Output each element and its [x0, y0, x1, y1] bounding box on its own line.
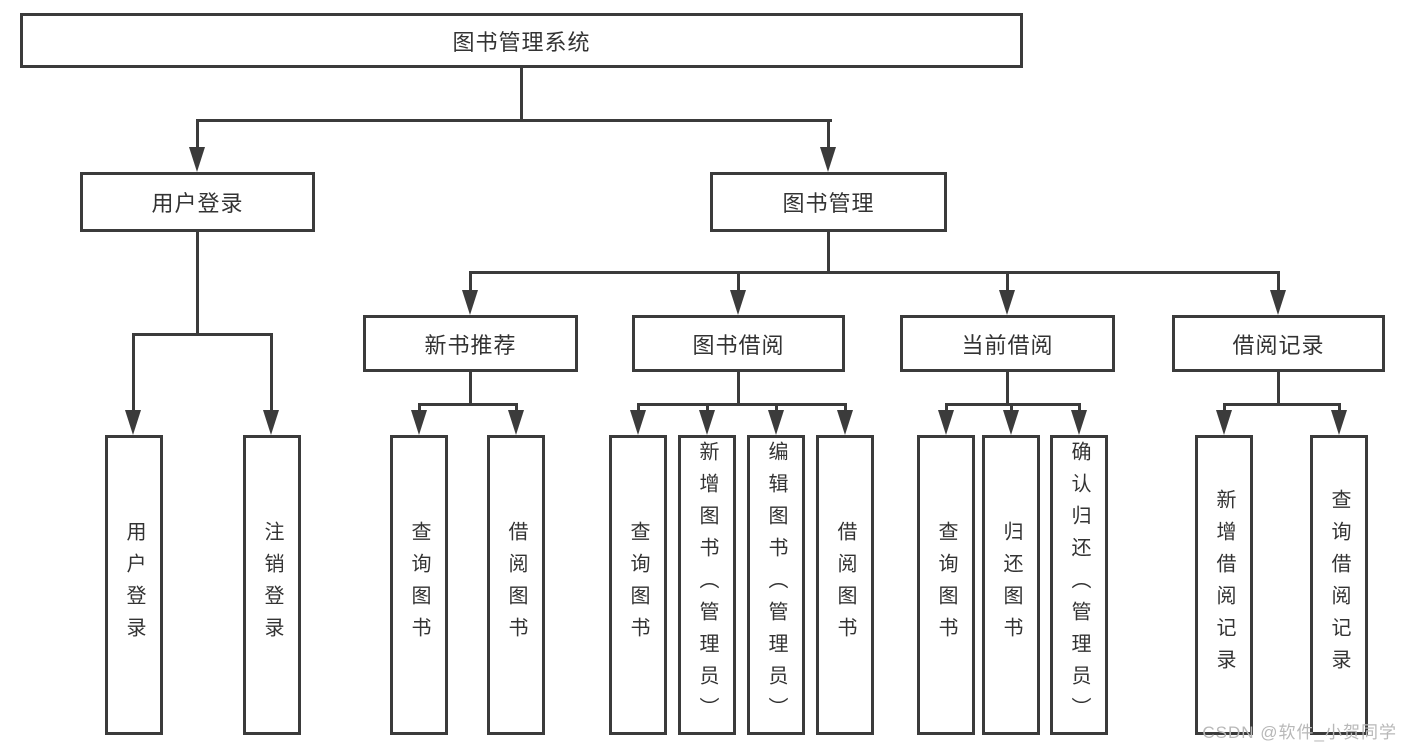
- connector-line: [706, 403, 709, 412]
- leaf-query-books-recommend: 查询图书: [390, 435, 448, 735]
- leaf-add-books-admin-label: 新增图书（管理员）: [696, 441, 718, 729]
- leaf-borrow-books-recommend-label: 借阅图书: [505, 521, 527, 649]
- leaf-query-borrow-record: 查询借阅记录: [1310, 435, 1368, 735]
- node-new-book-recommend-label: 新书推荐: [424, 332, 517, 358]
- connector-line: [1277, 372, 1280, 406]
- leaf-query-books-current-label: 查询图书: [935, 521, 957, 649]
- connector-line: [196, 232, 199, 336]
- connector-line: [945, 403, 948, 412]
- connector-line: [469, 271, 1280, 274]
- connector-line: [196, 119, 199, 149]
- leaf-add-books-admin: 新增图书（管理员）: [678, 435, 736, 735]
- node-borrow-records-label: 借阅记录: [1232, 332, 1325, 358]
- connector-line: [1223, 403, 1226, 412]
- leaf-query-books-current: 查询图书: [917, 435, 975, 735]
- leaf-borrow-books-recommend: 借阅图书: [487, 435, 545, 735]
- leaf-return-books-label: 归还图书: [1000, 521, 1022, 649]
- leaf-borrow-books-label: 借阅图书: [834, 521, 856, 649]
- leaf-user-login-label: 用户登录: [123, 521, 145, 649]
- connector-line: [775, 403, 778, 412]
- node-current-borrow-label: 当前借阅: [961, 332, 1054, 358]
- connector-line: [1006, 372, 1009, 406]
- arrow-down-icon: [1216, 410, 1232, 435]
- connector-line: [1006, 271, 1009, 293]
- leaf-logout-label: 注销登录: [261, 521, 283, 649]
- arrow-down-icon: [999, 290, 1015, 315]
- node-user-login: 用户登录: [80, 172, 315, 232]
- connector-line: [1010, 403, 1013, 412]
- arrow-down-icon: [125, 410, 141, 435]
- arrow-down-icon: [630, 410, 646, 435]
- leaf-return-books: 归还图书: [982, 435, 1040, 735]
- connector-line: [132, 333, 273, 336]
- arrow-down-icon: [411, 410, 427, 435]
- connector-line: [196, 119, 832, 122]
- connector-line: [637, 403, 640, 412]
- arrow-down-icon: [1071, 410, 1087, 435]
- leaf-confirm-return-admin: 确认归还（管理员）: [1050, 435, 1108, 735]
- arrow-down-icon: [508, 410, 524, 435]
- arrow-down-icon: [1003, 410, 1019, 435]
- arrow-down-icon: [730, 290, 746, 315]
- node-user-login-label: 用户登录: [151, 191, 244, 216]
- connector-line: [737, 372, 740, 406]
- connector-line: [418, 403, 421, 412]
- connector-line: [844, 403, 847, 412]
- node-book-borrow: 图书借阅: [632, 315, 845, 372]
- connector-line: [469, 271, 472, 293]
- connector-line: [132, 333, 135, 413]
- node-library-system-label: 图书管理系统: [452, 29, 591, 55]
- arrow-down-icon: [938, 410, 954, 435]
- leaf-logout: 注销登录: [243, 435, 301, 735]
- leaf-confirm-return-admin-label: 确认归还（管理员）: [1068, 441, 1090, 729]
- node-book-management-label: 图书管理: [782, 191, 875, 216]
- connector-line: [520, 68, 523, 122]
- node-book-borrow-label: 图书借阅: [692, 332, 785, 358]
- connector-line: [827, 232, 830, 274]
- arrow-down-icon: [263, 410, 279, 435]
- node-library-system: 图书管理系统: [20, 13, 1023, 68]
- arrow-down-icon: [699, 410, 715, 435]
- connector-line: [515, 403, 518, 412]
- connector-line: [418, 403, 518, 406]
- connector-line: [469, 372, 472, 406]
- connector-line: [270, 333, 273, 413]
- arrow-down-icon: [1270, 290, 1286, 315]
- node-book-management: 图书管理: [710, 172, 947, 232]
- arrow-down-icon: [1331, 410, 1347, 435]
- connector-line: [637, 403, 847, 406]
- arrow-down-icon: [837, 410, 853, 435]
- leaf-edit-books-admin-label: 编辑图书（管理员）: [765, 441, 787, 729]
- leaf-query-books-borrow: 查询图书: [609, 435, 667, 735]
- leaf-add-borrow-record-label: 新增借阅记录: [1213, 489, 1235, 681]
- connector-line: [1338, 403, 1341, 412]
- leaf-add-borrow-record: 新增借阅记录: [1195, 435, 1253, 735]
- leaf-query-borrow-record-label: 查询借阅记录: [1328, 489, 1350, 681]
- leaf-user-login: 用户登录: [105, 435, 163, 735]
- leaf-edit-books-admin: 编辑图书（管理员）: [747, 435, 805, 735]
- node-new-book-recommend: 新书推荐: [363, 315, 578, 372]
- connector-line: [945, 403, 1081, 406]
- node-current-borrow: 当前借阅: [900, 315, 1115, 372]
- arrow-down-icon: [820, 147, 836, 172]
- connector-line: [1078, 403, 1081, 412]
- node-borrow-records: 借阅记录: [1172, 315, 1385, 372]
- connector-line: [1223, 403, 1341, 406]
- leaf-borrow-books: 借阅图书: [816, 435, 874, 735]
- csdn-watermark: CSDN @软件_小贺同学: [1202, 723, 1397, 742]
- arrow-down-icon: [768, 410, 784, 435]
- connector-line: [827, 119, 830, 149]
- leaf-query-books-recommend-label: 查询图书: [408, 521, 430, 649]
- arrow-down-icon: [462, 290, 478, 315]
- arrow-down-icon: [189, 147, 205, 172]
- connector-line: [1277, 271, 1280, 293]
- connector-line: [737, 271, 740, 293]
- leaf-query-books-borrow-label: 查询图书: [627, 521, 649, 649]
